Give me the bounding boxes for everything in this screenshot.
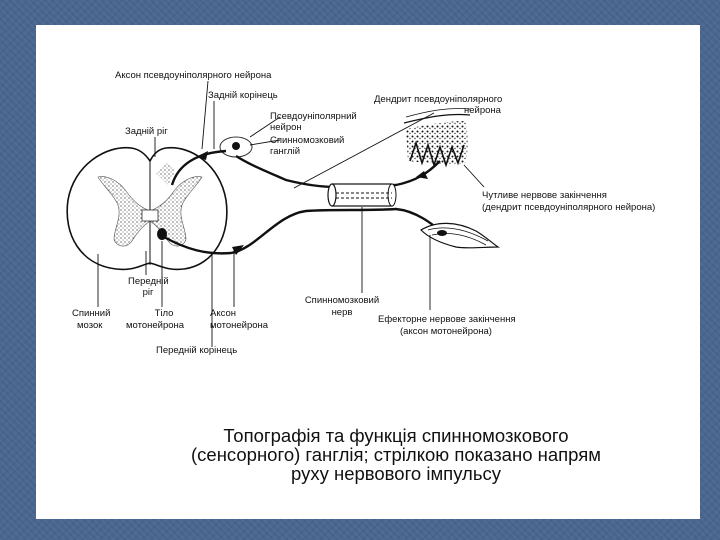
- label-motor-axon-2: мотонейрона: [210, 320, 269, 331]
- label-motor-body-1: Тіло: [154, 308, 174, 319]
- label-dendrite-pseudounipolar-1: Дендрит псевдоуніполярного: [374, 94, 503, 105]
- label-pseudounipolar-neuron-1: Псевдоуніполярний: [270, 111, 357, 122]
- motor-arrow: [232, 245, 244, 255]
- label-spinal-nerve-1: Спинномозковий: [304, 295, 380, 306]
- figure-caption: Топографія та функція спинномозкового (с…: [146, 426, 646, 483]
- label-effector-ending-1: Ефекторне нервове закінчення: [378, 314, 516, 325]
- label-dendrite-pseudounipolar-2: нейрона: [464, 105, 501, 116]
- spinal-ganglion: [219, 136, 253, 158]
- label-pseudounipolar-neuron-2: нейрон: [270, 122, 302, 133]
- label-effector-ending-2: (аксон мотонейрона): [400, 326, 492, 337]
- label-spinal-nerve-2: нерв: [331, 307, 353, 318]
- slide: Аксон псевдоуніполярного нейрона Задній …: [36, 25, 700, 519]
- label-dorsal-horn: Задній ріг: [125, 126, 168, 137]
- sensory-arrow: [196, 151, 208, 160]
- caption-line-2: (сенсорного) ганглія; стрілкою показано …: [191, 444, 601, 465]
- motor-pathway: [163, 207, 447, 255]
- caption-line-3: руху нервового імпульсу: [291, 463, 501, 484]
- label-sensory-ending-2: (дендрит псевдоуніполярного нейрона): [482, 202, 656, 213]
- caption-line-1: Топографія та функція спинномозкового: [223, 425, 569, 446]
- label-axon-pseudounipolar: Аксон псевдоуніполярного нейрона: [115, 70, 272, 81]
- skin-sensory-ending: [403, 108, 471, 168]
- label-spinal-ganglion-1: Спинномозковий: [270, 135, 345, 146]
- spinal-reflex-diagram: [66, 80, 500, 347]
- label-spinal-ganglion-2: ганглій: [270, 146, 301, 157]
- effector-muscle: [420, 222, 500, 249]
- label-motor-body-2: мотонейрона: [126, 320, 185, 331]
- label-dorsal-root: Задній корінець: [208, 90, 278, 101]
- label-sensory-ending-1: Чутливе нервове закінчення: [482, 190, 607, 201]
- label-spinal-cord-1: Спинний: [72, 308, 111, 319]
- spinal-nerve-tube: [327, 183, 397, 207]
- label-spinal-cord-2: мозок: [77, 320, 103, 331]
- label-motor-axon-1: Аксон: [210, 308, 236, 319]
- label-ventral-root: Передній корінець: [156, 345, 238, 356]
- dendrite-arrow: [416, 171, 428, 179]
- label-ventral-horn-1: Передній: [128, 276, 169, 287]
- leader-lines: [97, 80, 485, 347]
- grey-matter: [97, 163, 203, 247]
- label-ventral-horn-2: ріг: [142, 287, 154, 298]
